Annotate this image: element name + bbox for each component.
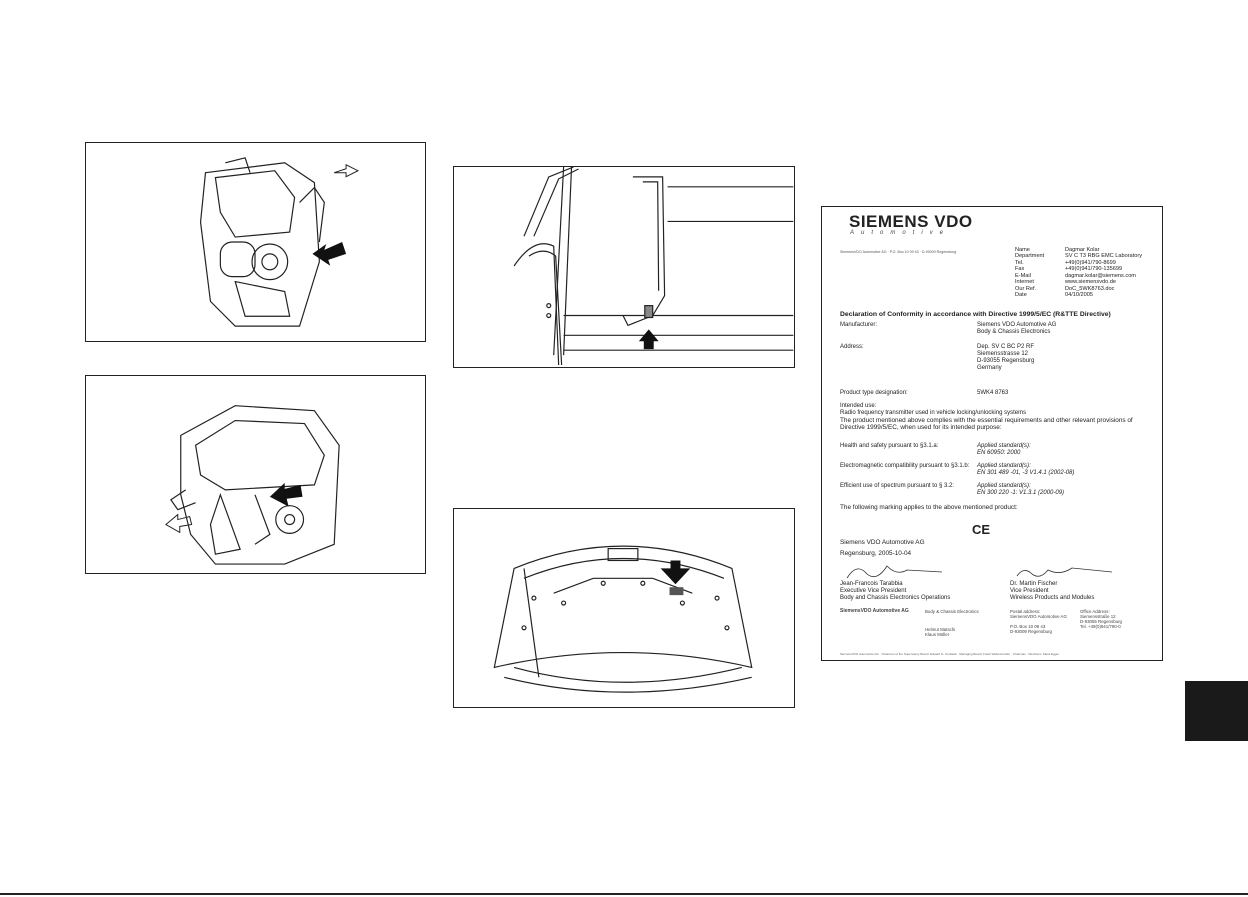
engine-illustration-top bbox=[85, 142, 426, 342]
place-date: Regensburg, 2005-10-04 bbox=[840, 550, 912, 557]
engine-illustration-bottom bbox=[85, 375, 426, 574]
arrow-down-icon bbox=[660, 560, 691, 585]
door-drawing bbox=[513, 167, 794, 366]
contact-row: Fax+49(0)941/790-135699 bbox=[1015, 266, 1123, 273]
hood-illustration bbox=[453, 508, 795, 708]
bottom-rule bbox=[0, 893, 1248, 895]
footer-managers: Helmut Matschi Klaus Möller bbox=[925, 627, 956, 638]
contact-row: Tel.+49(0)941/790-8699 bbox=[1015, 259, 1116, 266]
signer-1: Jean-Francois Tarabbia Executive Vice Pr… bbox=[840, 581, 951, 601]
engine-drawing-2 bbox=[165, 405, 340, 565]
intended-use-row: Intended use:Radio frequency transmitter… bbox=[840, 403, 1027, 416]
arrow-up-icon bbox=[638, 329, 659, 350]
logo-subtitle: Automotive bbox=[850, 230, 951, 236]
signer-2: Dr. Martin Fischer Vice President Wirele… bbox=[1010, 581, 1095, 601]
manufacturer-row: Manufacturer:Siemens VDO Automotive AG B… bbox=[840, 322, 1057, 335]
company-name: Siemens VDO Automotive AG bbox=[840, 539, 925, 546]
arrow-icon bbox=[312, 242, 347, 266]
ce-mark: CE bbox=[972, 522, 991, 537]
spectrum-row: Efficient use of spectrum pursuant to § … bbox=[840, 483, 1065, 496]
contact-row: Our Ref.DoC_5WK8763.doc bbox=[1015, 285, 1115, 292]
footer-postal-address: Postal address: SiemensVDO Automotive AG… bbox=[1010, 609, 1067, 635]
direction-arrow-icon bbox=[334, 163, 360, 178]
emc-row: Electromagnetic compatibility pursuant t… bbox=[840, 463, 1075, 476]
declaration-heading: Declaration of Conformity in accordance … bbox=[840, 311, 1111, 318]
direction-arrow-icon bbox=[165, 513, 193, 534]
siemens-vdo-logo: SIEMENS VDO bbox=[849, 212, 973, 231]
signature-1-icon bbox=[846, 565, 943, 579]
footer-office-address: Office Address: Siemensstraße 12 D-93055… bbox=[1080, 609, 1122, 630]
footer-company: SiemensVDO Automotive AG bbox=[840, 608, 909, 614]
arrow-icon bbox=[269, 482, 303, 507]
compliance-text: The product mentioned above complies wit… bbox=[840, 417, 1133, 432]
door-pillar-illustration bbox=[453, 166, 795, 368]
address-row: Address:Dep. SV C BC P2 RF Siemensstrass… bbox=[840, 344, 1035, 371]
fine-print: SiemensVDO Automotive AG · Chairman of t… bbox=[840, 652, 1060, 656]
signature-2-icon bbox=[1016, 567, 1113, 577]
sender-line: SiemensVDO Automotive AG · P.O. Box 10 0… bbox=[840, 250, 957, 254]
health-row: Health and safety pursuant to §3.1.a:App… bbox=[840, 443, 1031, 456]
product-row: Product type designation:5WK4 8763 bbox=[840, 390, 1009, 396]
engine-drawing bbox=[199, 157, 360, 327]
declaration-of-conformity: SIEMENS VDO Automotive SiemensVDO Automo… bbox=[821, 206, 1163, 661]
section-thumb-tab bbox=[1185, 681, 1248, 741]
marking-text: The following marking applies to the abo… bbox=[840, 504, 1018, 511]
footer-division: Body & Chassis Electronics bbox=[925, 609, 979, 614]
hood-drawing bbox=[493, 545, 753, 693]
